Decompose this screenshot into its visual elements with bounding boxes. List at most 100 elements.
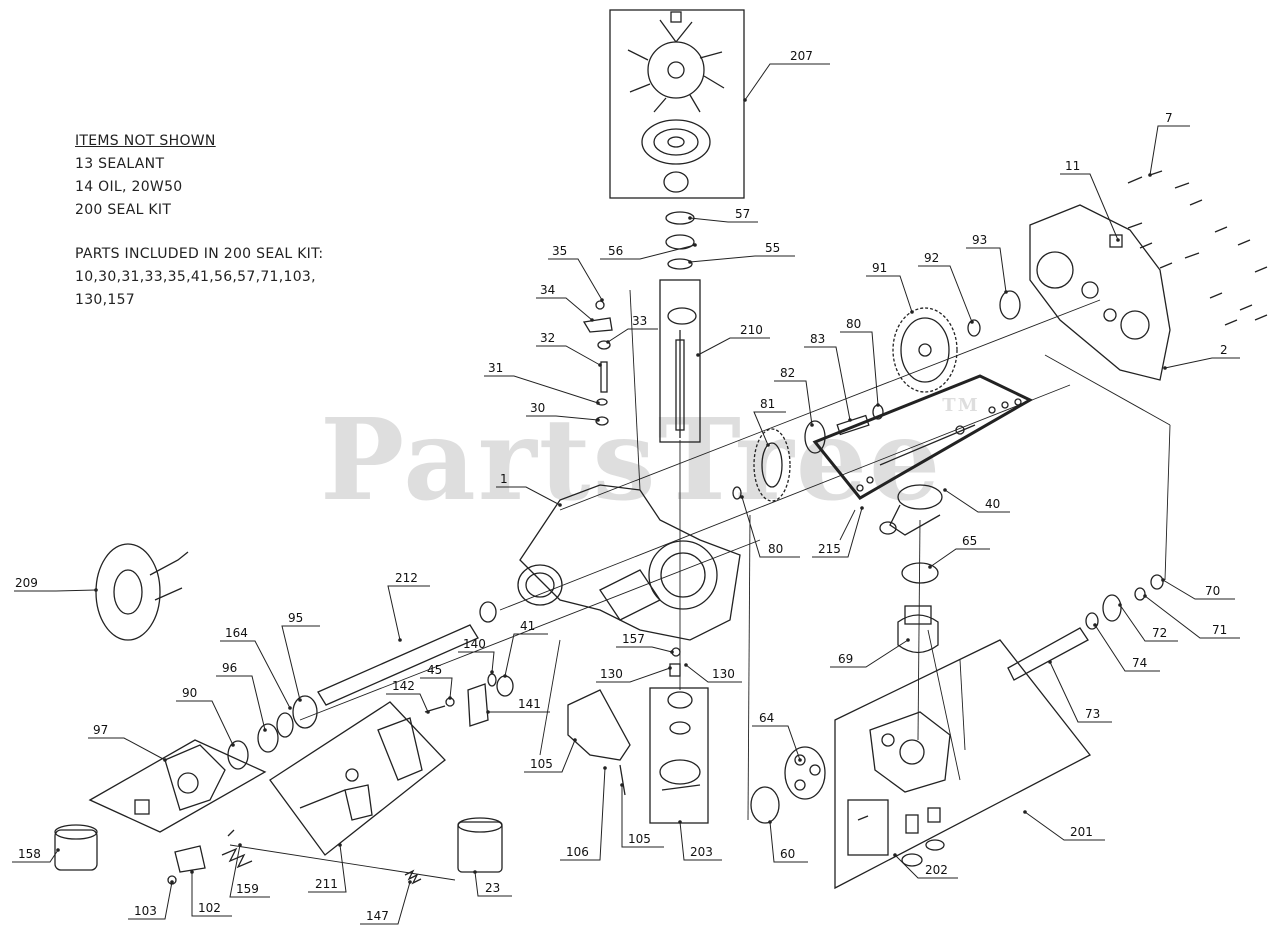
callout-arrowhead — [684, 663, 688, 667]
pump-box — [834, 639, 1091, 890]
washer-164-icon — [276, 712, 294, 738]
callout-number: 106 — [566, 845, 589, 859]
callout-95: 95 — [281, 611, 320, 702]
callout-leader — [536, 345, 601, 366]
callout-number: 212 — [395, 571, 418, 585]
callout-leader — [386, 693, 429, 713]
callout-number: 95 — [288, 611, 303, 625]
callout-number: 141 — [518, 697, 541, 711]
callout-leader — [496, 486, 561, 506]
callout-158: 158 — [12, 847, 60, 863]
callout-number: 11 — [1065, 159, 1080, 173]
washer-92-icon — [967, 319, 981, 337]
fan-pulley-box — [609, 9, 745, 199]
callout-leader — [607, 328, 658, 343]
callout-number: 210 — [740, 323, 763, 337]
callout-55: 55 — [688, 241, 795, 264]
callout-leader — [536, 297, 593, 321]
callout-arrowhead — [620, 783, 624, 787]
callout-number: 203 — [690, 845, 713, 859]
items-not-shown-line: 200 SEAL KIT — [75, 202, 172, 218]
callout-leader — [812, 507, 863, 558]
callout-leader — [308, 844, 347, 893]
callout-arrowhead — [910, 310, 914, 314]
callout-207: 207 — [743, 49, 830, 102]
callout-80: 80 — [840, 317, 880, 407]
ring-71-icon — [1134, 587, 1146, 601]
callout-arrowhead — [678, 820, 682, 824]
ring-140-icon — [487, 673, 497, 687]
callout-106: 106 — [560, 766, 607, 861]
callout-arrowhead — [606, 340, 610, 344]
callout-number: 71 — [1212, 623, 1227, 637]
callout-arrowhead — [573, 738, 577, 742]
callout-arrowhead — [490, 670, 494, 674]
callout-105: 105 — [620, 783, 664, 848]
callout-arrowhead — [238, 843, 242, 847]
callout-number: 72 — [1152, 626, 1167, 640]
seal-kit-line: 10,30,31,33,35,41,56,57,71,103, — [75, 269, 316, 285]
callout-number: 1 — [500, 472, 508, 486]
brake-arm-icon — [299, 717, 423, 821]
callout-number: 140 — [463, 637, 486, 651]
callout-103: 103 — [128, 880, 174, 920]
callout-11: 11 — [1060, 159, 1120, 242]
gear-72-icon — [1102, 594, 1122, 622]
callout-leader — [504, 633, 548, 677]
callout-number: 73 — [1085, 707, 1100, 721]
callout-arrowhead — [56, 848, 60, 852]
callout-arrowhead — [408, 880, 412, 884]
callout-arrowhead — [1093, 623, 1097, 627]
callout-number: 207 — [790, 49, 813, 63]
callout-arrowhead — [743, 98, 747, 102]
callout-90: 90 — [176, 686, 235, 747]
callout-number: 96 — [222, 661, 237, 675]
callout-arrowhead — [668, 666, 672, 670]
callout-number: 74 — [1132, 656, 1147, 670]
motor-64-icon — [784, 746, 826, 800]
callout-number: 202 — [925, 863, 948, 877]
callout-leader — [804, 346, 851, 421]
callout-leader — [1149, 125, 1190, 176]
callout-201: 201 — [1023, 810, 1105, 841]
pin-parts-icon — [582, 300, 613, 426]
callout-number: 64 — [759, 711, 774, 725]
callout-arrowhead — [473, 870, 477, 874]
callout-130: 130 — [684, 663, 742, 683]
callout-number: 147 — [366, 909, 389, 923]
callout-91: 91 — [866, 261, 914, 314]
callout-leader — [685, 664, 742, 683]
callout-leader — [741, 496, 800, 558]
shift-kit-box — [812, 374, 1034, 500]
washer-74-icon — [1085, 612, 1099, 630]
cap-158-icon — [54, 824, 98, 871]
callout-92: 92 — [918, 251, 974, 324]
callout-102: 102 — [190, 870, 232, 917]
callout-arrowhead — [1143, 594, 1147, 598]
callout-arrowhead — [600, 298, 604, 302]
callout-arrowhead — [1048, 660, 1052, 664]
pinion-82-icon — [804, 420, 826, 454]
callout-arrowhead — [1023, 810, 1027, 814]
case-cover-icon — [1029, 204, 1171, 381]
callout-7: 7 — [1148, 111, 1190, 177]
callout-arrowhead — [688, 260, 692, 264]
callout-number: 102 — [198, 901, 221, 915]
callout-arrowhead — [94, 588, 98, 592]
callout-leader — [12, 849, 59, 863]
callout-number: 130 — [600, 667, 623, 681]
gear-91-icon — [892, 307, 958, 393]
callout-number: 92 — [924, 251, 939, 265]
callout-73: 73 — [1048, 660, 1112, 723]
callout-70: 70 — [1161, 578, 1235, 600]
callout-arrowhead — [970, 320, 974, 324]
callout-arrowhead — [590, 318, 594, 322]
callout-leader — [1162, 579, 1235, 600]
callout-leader — [1164, 357, 1240, 369]
callout-leader — [1060, 173, 1119, 241]
callout-leader — [88, 737, 166, 761]
callout-142: 142 — [386, 679, 430, 714]
callout-number: 201 — [1070, 825, 1093, 839]
callout-number: 31 — [488, 361, 503, 375]
